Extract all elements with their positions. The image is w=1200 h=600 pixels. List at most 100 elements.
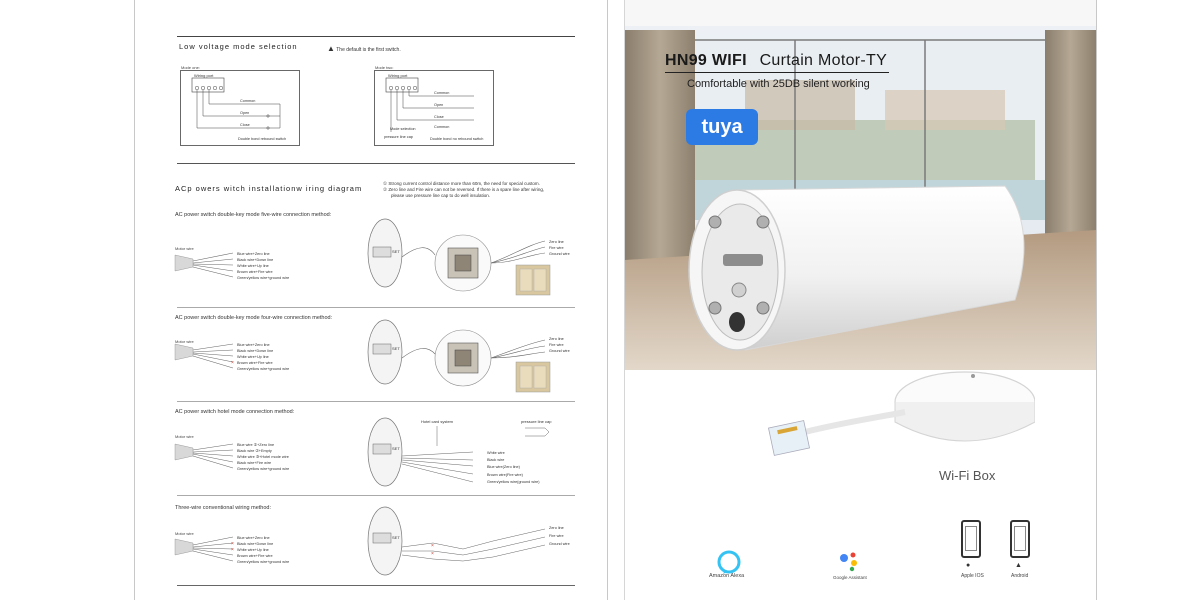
mode-one-label: Mode one: — [181, 65, 200, 70]
google-assistant-icon — [837, 550, 861, 574]
svg-text:White wire+Up line: White wire+Up line — [237, 264, 269, 268]
svg-text:Blue wire+Zero line: Blue wire+Zero line — [237, 343, 270, 347]
svg-text:Open: Open — [434, 103, 443, 107]
ac-section-title: ACp owers witch installationw iring diag… — [175, 184, 363, 193]
curtain-motor-image — [688, 185, 1025, 351]
android-logo-icon: ▲ — [1015, 562, 1022, 569]
svg-text:Green/yellow wire+ground wire: Green/yellow wire+ground wire — [237, 467, 289, 471]
svg-text:Blue wire ①+Zero line: Blue wire ①+Zero line — [237, 443, 274, 447]
product-name: HN99 WIFI — [665, 52, 747, 69]
svg-text:Common: Common — [240, 99, 255, 103]
diagram-2-title: AC power switch double-key mode four-wir… — [175, 315, 333, 321]
tuya-logo: tuya — [686, 109, 758, 145]
apple-phone-icon — [961, 520, 981, 558]
motor-wire-label: Motor wire — [175, 434, 194, 439]
svg-text:Close: Close — [434, 115, 444, 119]
svg-text:Blue wire+Zero line: Blue wire+Zero line — [237, 252, 270, 256]
svg-text:White wire+Up line: White wire+Up line — [237, 355, 269, 359]
product-title: HN99 WIFI Curtain Motor-TY — [665, 52, 887, 70]
wifi-box-image — [768, 371, 1035, 456]
low-voltage-note: ▲ The default is the first switch. — [327, 44, 401, 53]
svg-text:Fire wire: Fire wire — [549, 246, 564, 250]
divider — [177, 585, 575, 586]
svg-text:Common: Common — [434, 91, 449, 95]
svg-text:Double bond rebound switch: Double bond rebound switch — [238, 137, 286, 141]
divider — [177, 495, 575, 496]
divider — [177, 36, 575, 37]
mode-one-diagram: Wiring port Common Open Close Double bon… — [180, 70, 300, 146]
svg-text:Wiring port: Wiring port — [194, 73, 214, 78]
wiring-diagram-1: Blue wire+Zero line Black wire+Down line… — [174, 218, 570, 296]
svg-text:Black wire+Down line: Black wire+Down line — [237, 542, 273, 546]
motor-wire-label: Motor wire — [175, 339, 194, 344]
svg-text:Zero line: Zero line — [549, 240, 564, 244]
cross-icon: × — [431, 551, 434, 557]
svg-text:Mode selection: Mode selection — [390, 127, 416, 131]
svg-text:Brown wire+Fire wire: Brown wire+Fire wire — [237, 554, 273, 558]
svg-text:Ground wire: Ground wire — [549, 349, 570, 353]
mode-two-label: Mode two: — [375, 65, 394, 70]
wiring-diagram-2: Blue wire+Zero line Black wire+Down line… — [174, 319, 570, 393]
svg-text:Zero line: Zero line — [549, 526, 564, 530]
divider — [177, 401, 575, 402]
cross-icon: × — [231, 541, 234, 547]
wiring-diagram-4: Blue wire+Zero line Black wire+Down line… — [174, 506, 570, 576]
svg-text:White wire+Up line: White wire+Up line — [237, 548, 269, 552]
diagram-3-title: AC power switch hotel mode connection me… — [175, 409, 295, 415]
svg-text:Green/yellow wire+ground wire: Green/yellow wire+ground wire — [237, 276, 289, 280]
svg-text:White wire: White wire — [487, 451, 505, 455]
cross-icon: × — [231, 360, 234, 366]
svg-text:Hotel card system: Hotel card system — [421, 419, 454, 424]
wifi-box-label: Wi-Fi Box — [939, 468, 996, 483]
svg-text:Ground wire: Ground wire — [549, 252, 570, 256]
svg-text:Brown wire(Fire wire): Brown wire(Fire wire) — [487, 473, 524, 477]
svg-text:SET: SET — [392, 249, 400, 254]
svg-text:Green/yellow wire(ground wire): Green/yellow wire(ground wire) — [487, 480, 540, 484]
svg-text:Double bond no rebound switch: Double bond no rebound switch — [430, 137, 483, 141]
svg-text:pressure line cap: pressure line cap — [521, 419, 552, 424]
svg-text:Black wire+Fire wire: Black wire+Fire wire — [237, 461, 271, 465]
svg-text:Green/yellow wire+ground wire: Green/yellow wire+ground wire — [237, 560, 289, 564]
circled-1-icon: ① — [383, 181, 388, 186]
svg-text:Brown wire+Fire wire: Brown wire+Fire wire — [237, 270, 273, 274]
svg-text:Black wire+Down line: Black wire+Down line — [237, 258, 273, 262]
low-voltage-title: Low voltage mode selection — [179, 42, 298, 51]
alexa-label: Amazon Alexa — [709, 573, 745, 579]
svg-text:Wiring port: Wiring port — [388, 73, 408, 78]
product-tagline: Comfortable with 25DB silent working — [687, 78, 870, 90]
motor-wire-label: Motor wire — [175, 246, 194, 251]
product-type: Curtain Motor-TY — [759, 52, 888, 69]
warning-icon: ▲ — [327, 44, 335, 53]
product-page-right: HN99 WIFI Curtain Motor-TY Comfortable w… — [624, 0, 1097, 600]
android-phone-icon — [1010, 520, 1030, 558]
divider — [177, 307, 575, 308]
svg-text:Black wire ②+Empty: Black wire ②+Empty — [237, 449, 272, 453]
alexa-icon — [715, 548, 743, 576]
manual-page-left: Low voltage mode selection ▲ The default… — [134, 0, 608, 600]
svg-text:Blue wire(Zero line): Blue wire(Zero line) — [487, 465, 521, 469]
svg-text:Open: Open — [240, 111, 249, 115]
cross-icon: × — [431, 543, 434, 549]
svg-text:pressure line cap: pressure line cap — [384, 135, 413, 139]
svg-text:SET: SET — [392, 346, 400, 351]
circled-2-icon: ② — [383, 187, 388, 192]
diagram-1-title: AC power switch double-key mode five-wir… — [175, 212, 332, 218]
motor-wire-label: Motor wire — [175, 531, 194, 536]
android-label: Android — [1011, 573, 1029, 579]
divider — [177, 163, 575, 164]
svg-text:Black wire: Black wire — [487, 458, 504, 462]
svg-text:SET: SET — [392, 446, 400, 451]
svg-text:Zero line: Zero line — [549, 337, 564, 341]
cross-icon: × — [231, 547, 234, 553]
diagram-4-title: Three-wire conventional wiring method: — [175, 505, 271, 511]
apple-logo-icon: ● — [966, 562, 971, 569]
mode-two-diagram: Wiring port Common Open Close Common Mod… — [374, 70, 494, 146]
svg-text:Close: Close — [240, 123, 250, 127]
svg-text:Green/yellow wire+ground wire: Green/yellow wire+ground wire — [237, 367, 289, 371]
apple-ios-label: Apple IOS — [961, 573, 984, 579]
svg-text:White wire ③+Hotel mode wire: White wire ③+Hotel mode wire — [237, 455, 289, 459]
svg-text:Common: Common — [434, 125, 449, 129]
svg-text:Blue wire+Zero line: Blue wire+Zero line — [237, 536, 270, 540]
svg-text:Fire wire: Fire wire — [549, 343, 564, 347]
svg-text:Brown wire+Fire wire: Brown wire+Fire wire — [237, 361, 273, 365]
